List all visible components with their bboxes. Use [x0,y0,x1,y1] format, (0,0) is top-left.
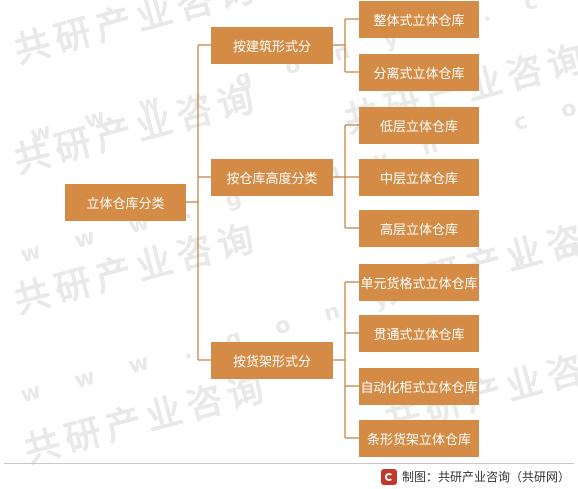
leaf-node: 高层立体仓库 [359,210,479,247]
category-node-shelf-form: 按货架形式分 [211,342,333,379]
leaf-node: 分离式立体仓库 [359,54,479,91]
leaf-node: 低层立体仓库 [359,107,479,144]
footer-divider [4,463,574,464]
leaf-node: 贯通式立体仓库 [359,315,479,352]
leaf-node: 中层立体仓库 [359,159,479,196]
source-text: 制图：共研产业咨询（共研网） [401,470,570,484]
brand-logo-icon [380,468,397,485]
leaf-node: 条形货架立体仓库 [359,420,479,457]
leaf-node: 整体式立体仓库 [359,1,479,38]
source-credit: 制图：共研产业咨询（共研网） [380,468,570,485]
leaf-node: 单元货格式立体仓库 [359,264,479,301]
root-node: 立体仓库分类 [65,184,186,221]
category-node-building-form: 按建筑形式分 [211,27,333,64]
category-node-height: 按仓库高度分类 [211,159,333,196]
leaf-node: 自动化柜式立体仓库 [359,368,479,405]
